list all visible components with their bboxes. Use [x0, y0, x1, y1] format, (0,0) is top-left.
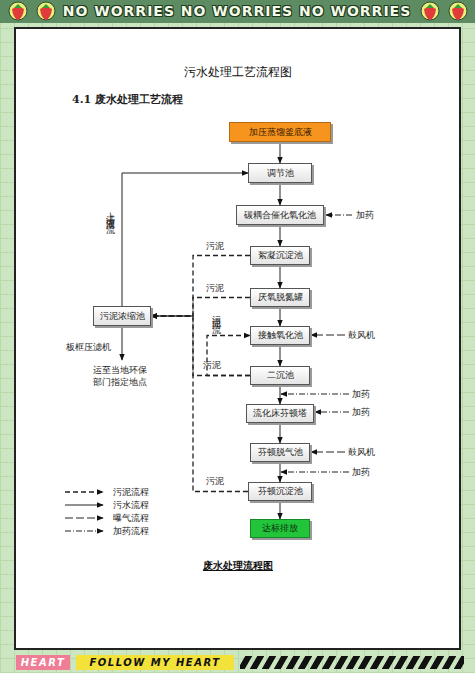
legend-text: 加药流程 [113, 525, 149, 537]
figure-caption: 废水处理流程图 [178, 559, 298, 573]
sludge-connector [151, 316, 250, 376]
box-label: 接触氧化池 [258, 329, 303, 342]
flow-connector [280, 225, 281, 246]
edge-label: 污泥 [206, 475, 224, 487]
disposal-note: 运至当地环保部门指定地点 [93, 364, 149, 388]
box-label: 调节池 [267, 167, 294, 180]
edge-label: 上清液回流 [105, 205, 117, 220]
box-label: 污泥浓缩池 [100, 310, 145, 323]
legend-sample [65, 518, 103, 519]
banner-text: NO WORRIES NO WORRIES NO WORRIES [62, 3, 412, 20]
source-box: 加压蒸馏釜底液 [229, 122, 331, 142]
box-label: 流化床芬顿塔 [253, 407, 307, 420]
legend-text: 污水流程 [113, 499, 149, 511]
flow-connector [280, 423, 281, 443]
sludge-out-line [122, 327, 123, 360]
sludge-connector [151, 316, 248, 492]
dosing-line [326, 215, 352, 216]
box-label: 厌氧脱氮罐 [258, 291, 303, 304]
box-label: 芬顿脱气池 [258, 446, 303, 459]
process-box: 芬顿脱气池 [250, 443, 310, 462]
dosing-label: 加药 [352, 406, 370, 418]
process-box: 流化床芬顿塔 [246, 404, 314, 423]
process-box: 接触氧化池 [250, 326, 310, 345]
box-label: 达标排放 [262, 522, 298, 535]
process-box: 污泥浓缩池 [93, 306, 151, 326]
edge-label: 污泥 [206, 240, 224, 252]
legend-sample [65, 531, 103, 532]
process-box: 厌氧脱氮罐 [250, 288, 310, 307]
blower-label: 鼓风机 [348, 329, 375, 341]
flow-connector [280, 183, 281, 205]
aeration-line [311, 335, 345, 336]
legend-sample [65, 505, 103, 506]
edge-label: 污泥 [206, 282, 224, 294]
footer-tag: HEART [16, 655, 70, 670]
flow-connector [280, 307, 281, 326]
paper-sheet [14, 27, 461, 650]
flow-connector [280, 385, 281, 404]
process-box: 调节池 [248, 163, 312, 183]
flow-connector [280, 462, 281, 482]
page-title: 污水处理工艺流程图 [118, 64, 358, 81]
section-heading: 4.1 废水处理工艺流程 [72, 93, 292, 107]
process-box: 碳耦合催化氧化池 [236, 205, 324, 225]
box-label: 絮凝沉淀池 [258, 249, 303, 262]
flow-connector [280, 501, 281, 519]
footer-tag: FOLLOW MY HEART [76, 655, 234, 670]
legend-samples [65, 492, 103, 531]
discharge-box: 达标排放 [250, 519, 310, 538]
process-box: 芬顿沉淀池 [248, 482, 312, 501]
dosing-line [281, 472, 349, 473]
legend-text: 曝气流程 [113, 512, 149, 524]
flow-connector [280, 345, 281, 366]
strawberry-decor [9, 2, 467, 20]
legend-sample [65, 491, 103, 493]
filter-press-label: 板框压滤机 [66, 341, 111, 353]
sludge-connector [151, 298, 250, 317]
stripe-decor [240, 656, 464, 669]
dosing-lines [122, 215, 352, 472]
dosing-label: 加药 [352, 388, 370, 400]
dosing-label: 加药 [356, 209, 374, 221]
aeration-line [311, 452, 345, 453]
edge-label: 污泥回流 [211, 308, 223, 320]
flow-connector [122, 173, 248, 306]
blower-label: 鼓风机 [348, 446, 375, 458]
flow-connector [280, 265, 281, 288]
sludge-connector [151, 256, 250, 317]
box-label: 碳耦合催化氧化池 [244, 209, 316, 222]
flow-connector [280, 142, 281, 163]
process-box: 絮凝沉淀池 [250, 246, 310, 265]
dosing-line [315, 412, 349, 413]
box-label: 加压蒸馏釜底液 [249, 126, 312, 139]
dosing-label: 加药 [352, 466, 370, 478]
dosing-line [281, 394, 349, 395]
box-label: 芬顿沉淀池 [258, 485, 303, 498]
process-box: 二沉池 [250, 366, 310, 385]
legend-text: 污泥流程 [113, 486, 149, 498]
edge-label: 污泥 [203, 359, 221, 371]
box-label: 二沉池 [267, 369, 294, 382]
